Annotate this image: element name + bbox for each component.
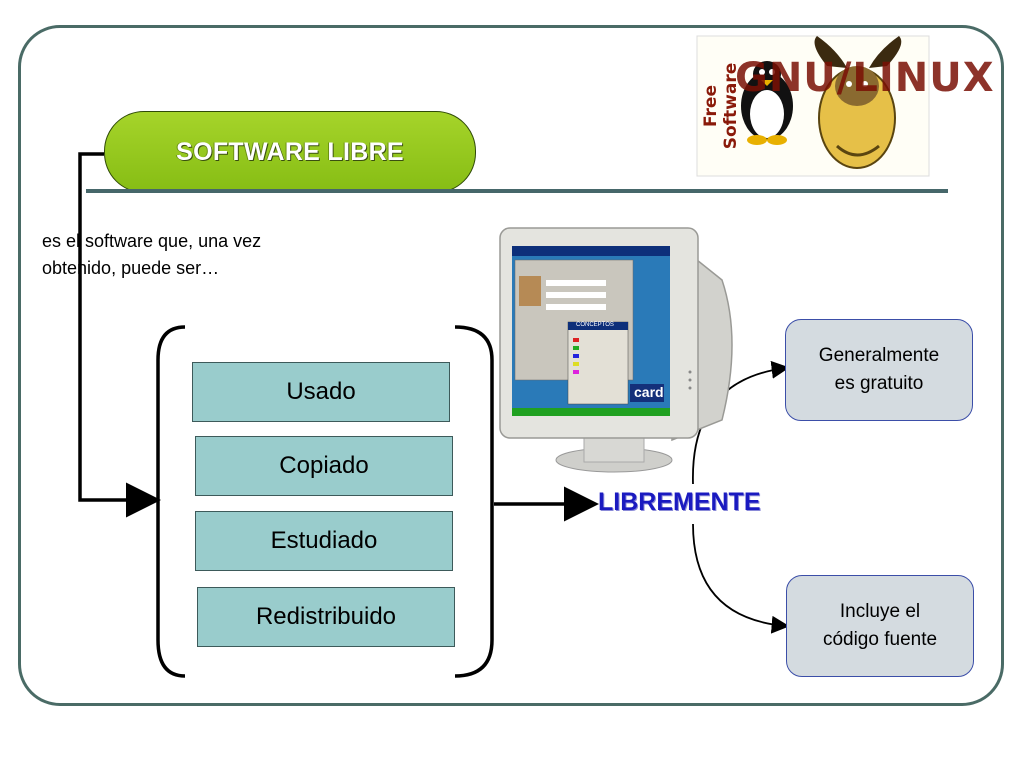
title-to-list-connector (78, 152, 161, 518)
result-label-gratuito: Generalmente es gratuito (818, 345, 940, 394)
arrow-to-codigo (692, 523, 790, 634)
right-brace (454, 325, 494, 678)
tux-penguin-icon (741, 61, 793, 145)
slide-frame (18, 25, 1004, 706)
logo-main-text: GNU/LINUX (735, 55, 995, 101)
page-title: SOFTWARE LIBRE (104, 111, 476, 193)
result-box-codigo-fuente: Incluye el código fuente (786, 575, 974, 677)
computer-monitor-icon (499, 227, 733, 473)
gnu-mascot-icon (814, 36, 902, 169)
libremente-label: LIBREMENTE (598, 488, 761, 516)
monitor-screen-brand: card (634, 384, 664, 400)
result-box-gratuito: Generalmente es gratuito (785, 319, 973, 421)
action-box-copiado: Copiado (195, 436, 453, 496)
definition-text: es el software que, una vez obtenido, pu… (42, 231, 262, 278)
left-brace (156, 325, 186, 678)
title-divider (86, 189, 948, 193)
result-label-codigo-fuente: Incluye el código fuente (822, 601, 938, 650)
monitor-screen-window-title: CONCEPTOS (576, 322, 614, 328)
action-box-usado: Usado (192, 362, 450, 422)
action-box-redistribuido: Redistribuido (197, 587, 455, 647)
action-box-estudiado: Estudiado (195, 511, 453, 571)
